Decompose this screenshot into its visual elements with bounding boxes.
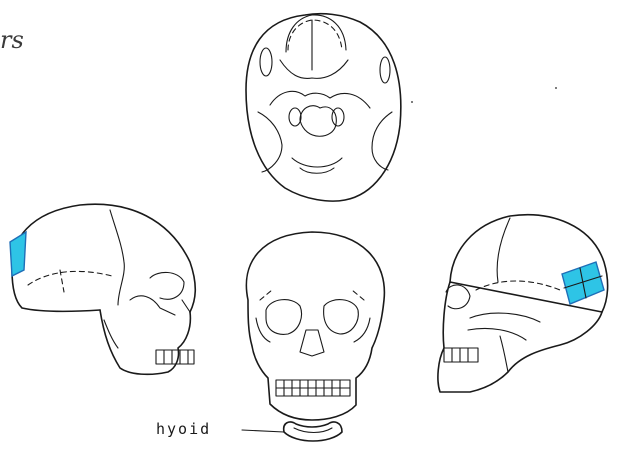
skull-right-lateral-view	[438, 215, 608, 392]
skull-inferior-view	[246, 14, 401, 201]
left-lateral-highlight	[10, 232, 26, 276]
skull-anterior-view	[246, 232, 384, 420]
hyoid-leader-line	[242, 430, 284, 432]
hyoid-label: hyoid	[156, 420, 211, 438]
corner-handwriting: rs	[0, 26, 24, 54]
hyoid-bone	[284, 422, 342, 441]
skull-left-lateral-view	[10, 204, 195, 374]
